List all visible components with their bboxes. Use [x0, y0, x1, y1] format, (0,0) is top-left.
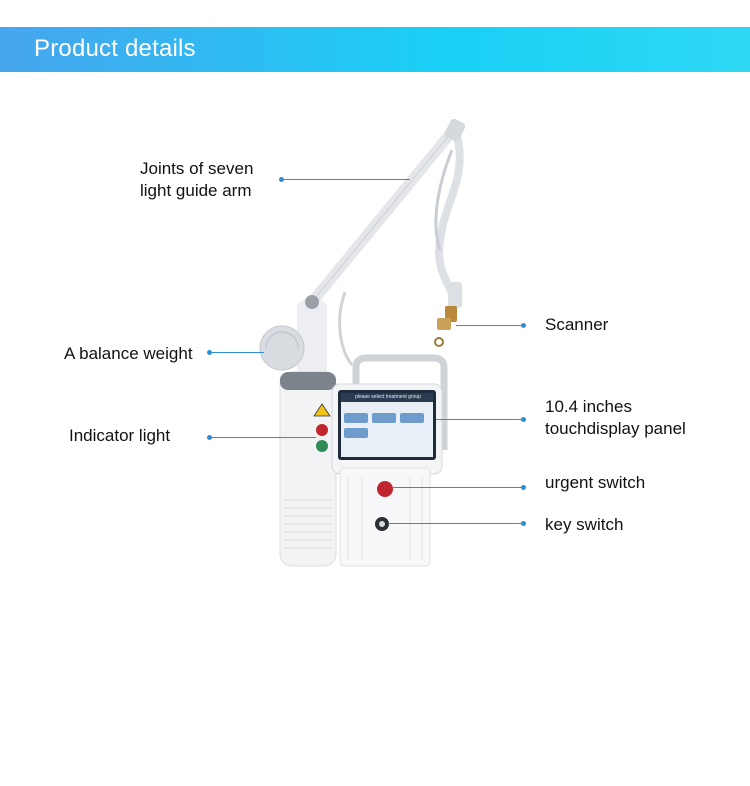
callout-dot-scanner	[521, 323, 526, 328]
screen-prompt: please select treatment group	[355, 394, 421, 400]
callout-line-balance-weight	[210, 352, 264, 353]
device-body	[331, 354, 448, 567]
label-display-panel-line2: touchdisplay panel	[545, 419, 686, 438]
label-key-switch: key switch	[545, 515, 624, 534]
scanner-handpiece	[434, 282, 462, 347]
label-joints-arm-line2: light guide arm	[140, 181, 252, 200]
label-display-panel: 10.4 inches touchdisplay panel	[545, 396, 686, 440]
callout-dot-balance-weight	[207, 350, 212, 355]
callout-dot-joints-arm	[279, 177, 284, 182]
callout-dot-key-switch	[521, 521, 526, 526]
callout-line-key-switch	[388, 523, 524, 524]
label-indicator-light: Indicator light	[69, 426, 171, 445]
label-scanner: Scanner	[545, 315, 609, 334]
page-title: Product details	[34, 35, 196, 62]
label-balance-weight: A balance weight	[64, 344, 193, 363]
callout-line-scanner	[456, 325, 524, 326]
header-banner: Product details	[0, 27, 750, 72]
label-joints-arm: Joints of seven light guide arm	[140, 158, 253, 202]
label-display-panel-line1: 10.4 inches	[545, 397, 632, 416]
callout-line-joints-arm	[282, 179, 410, 180]
callout-line-urgent-switch	[392, 487, 524, 488]
callout-dot-urgent-switch	[521, 485, 526, 490]
light-guide-arm	[306, 118, 466, 366]
callout-dot-display-panel	[521, 417, 526, 422]
callout-line-display-panel	[436, 419, 524, 420]
label-joints-arm-line1: Joints of seven	[140, 159, 254, 178]
callout-line-indicator-light	[210, 437, 316, 438]
callout-dot-indicator-light	[207, 435, 212, 440]
label-urgent-switch: urgent switch	[545, 473, 646, 492]
device-column	[259, 295, 337, 567]
